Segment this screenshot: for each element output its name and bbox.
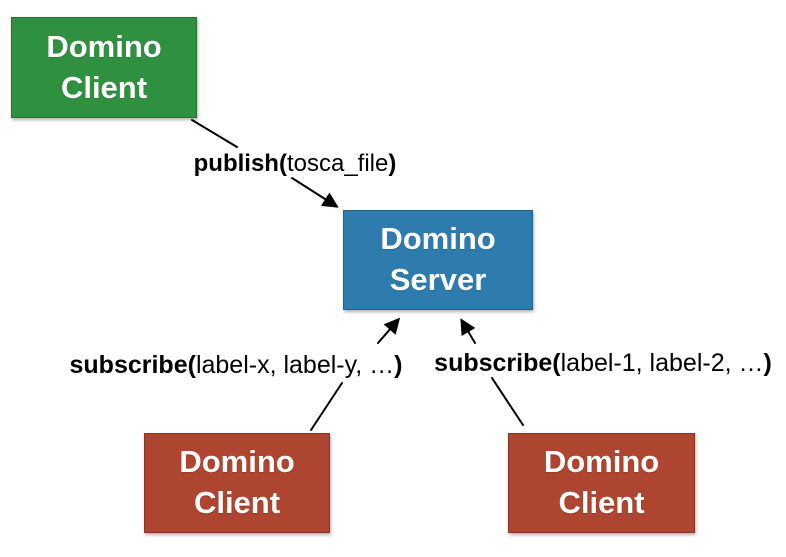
subscribe-right-close-paren: ) [763,349,772,377]
subscribe-right-function-name: subscribe( [434,349,561,377]
node-label-line: Server [389,262,487,297]
publish-arguments: tosca_file [286,150,389,177]
publish-close-paren: ) [388,150,397,177]
subscribe-left-edge-label: subscribe(label-x, label-y, …) [36,351,436,380]
subscribe-left-arguments: label-x, label-y, … [195,351,395,379]
node-domino-client-top: Domino Client [11,17,197,118]
node-label-line: Domino [543,444,660,480]
publish-edge-label: publish(tosca_file) [145,150,445,178]
node-label-line: Domino [46,28,162,64]
publish-function-name: publish( [193,150,287,177]
node-domino-client-bottom-right: Domino Client [508,433,695,533]
node-label-line: Domino [380,221,496,257]
subscribe-right-arguments: label-1, label-2, … [560,349,764,377]
node-label-line: Client [60,69,148,105]
subscribe-left-close-paren: ) [394,351,403,379]
node-domino-server: Domino Server [343,210,533,310]
node-label-line: Domino [179,444,295,480]
node-label-line: Client [193,485,281,520]
node-domino-client-bottom-left: Domino Client [144,433,330,533]
subscribe-right-edge-label: subscribe(label-1, label-2, …) [403,349,786,378]
subscribe-left-function-name: subscribe( [69,351,196,379]
node-label-line: Client [558,485,645,520]
